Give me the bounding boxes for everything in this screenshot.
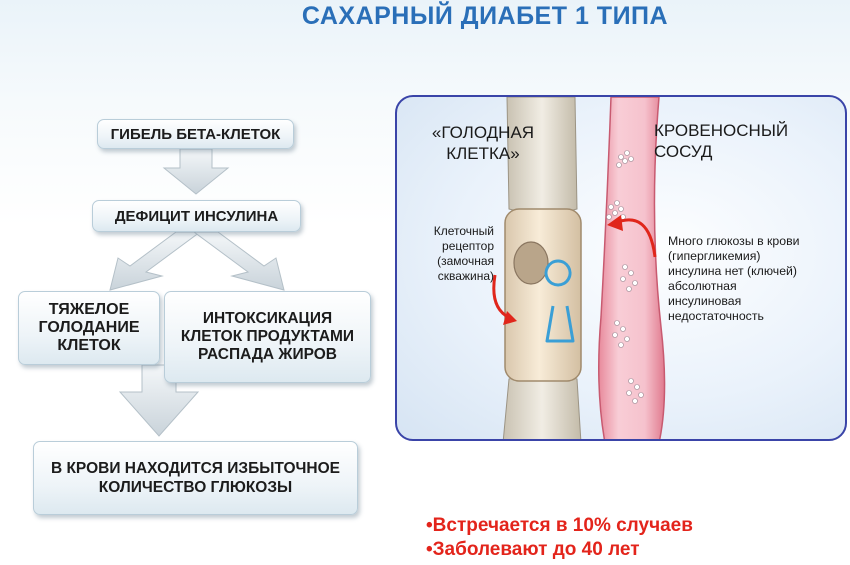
cell-receptor-label-line: рецептор <box>400 239 494 254</box>
fact-item: •Встречается в 10% случаев <box>426 514 693 538</box>
glucose-description-line: (гипергликемия) <box>668 249 848 264</box>
excess-glucose-box: В КРОВИ НАХОДИТСЯ ИЗБЫТОЧНОЕ КОЛИЧЕСТВО … <box>33 441 358 515</box>
cell-column-bottom <box>503 374 581 441</box>
glucose-description-line: абсолютная <box>668 279 848 294</box>
cell-starvation-line: ГОЛОДАНИЕ <box>38 319 139 337</box>
fact-item: •Заболевают до 40 лет <box>426 538 693 562</box>
glucose-description-line: инсулина нет (ключей) <box>668 264 848 279</box>
excess-glucose-line: В КРОВИ НАХОДИТСЯ ИЗБЫТОЧНОЕ <box>51 459 340 478</box>
excess-glucose-line: КОЛИЧЕСТВО ГЛЮКОЗЫ <box>51 478 340 497</box>
intoxication-line: КЛЕТОК ПРОДУКТАМИ <box>181 328 354 346</box>
facts-list: •Встречается в 10% случаев •Заболевают д… <box>426 514 693 562</box>
cell-starvation-line: КЛЕТОК <box>38 337 139 355</box>
intoxication-line: ИНТОКСИКАЦИЯ <box>181 310 354 328</box>
beta-cell-death-text: ГИБЕЛЬ БЕТА-КЛЕТОК <box>111 126 281 143</box>
cell-receptor-label-line: Клеточный <box>400 224 494 239</box>
cell-starvation-box: ТЯЖЕЛОЕ ГОЛОДАНИЕ КЛЕТОК <box>18 291 160 365</box>
beta-cell-death-box: ГИБЕЛЬ БЕТА-КЛЕТОК <box>97 119 294 149</box>
cell-starvation-line: ТЯЖЕЛОЕ <box>38 301 139 319</box>
cell-receptor-label-line: (замочная <box>400 254 494 269</box>
cell-nucleus <box>514 242 548 284</box>
blood-vessel-label-line: КРОВЕНОСНЫЙ <box>654 120 834 141</box>
intoxication-line: РАСПАДА ЖИРОВ <box>181 346 354 364</box>
hungry-cell-label-line: КЛЕТКА» <box>423 143 543 164</box>
hungry-cell-label: «ГОЛОДНАЯ КЛЕТКА» <box>423 122 543 164</box>
blood-vessel-label: КРОВЕНОСНЫЙ СОСУД <box>654 120 834 162</box>
arrow-down-1 <box>164 149 228 194</box>
arrow-right-diagonal <box>194 232 284 290</box>
glucose-description-line: инсулиновая <box>668 294 848 309</box>
insulin-deficit-box: ДЕФИЦИТ ИНСУЛИНА <box>92 200 301 232</box>
glucose-description-line: недостаточность <box>668 309 848 324</box>
cell-receptor-label: Клеточный рецептор (замочная скважина) <box>400 224 494 284</box>
glucose-description-line: Много глюкозы в крови <box>668 234 848 249</box>
intoxication-box: ИНТОКСИКАЦИЯ КЛЕТОК ПРОДУКТАМИ РАСПАДА Ж… <box>164 291 371 383</box>
glucose-description: Много глюкозы в крови (гипергликемия) ин… <box>668 234 848 324</box>
hungry-cell <box>505 209 581 381</box>
cell-receptor-label-line: скважина) <box>400 269 494 284</box>
insulin-deficit-text: ДЕФИЦИТ ИНСУЛИНА <box>115 208 278 225</box>
arrow-left-diagonal <box>110 232 200 290</box>
blood-vessel-label-line: СОСУД <box>654 141 834 162</box>
hungry-cell-label-line: «ГОЛОДНАЯ <box>423 122 543 143</box>
